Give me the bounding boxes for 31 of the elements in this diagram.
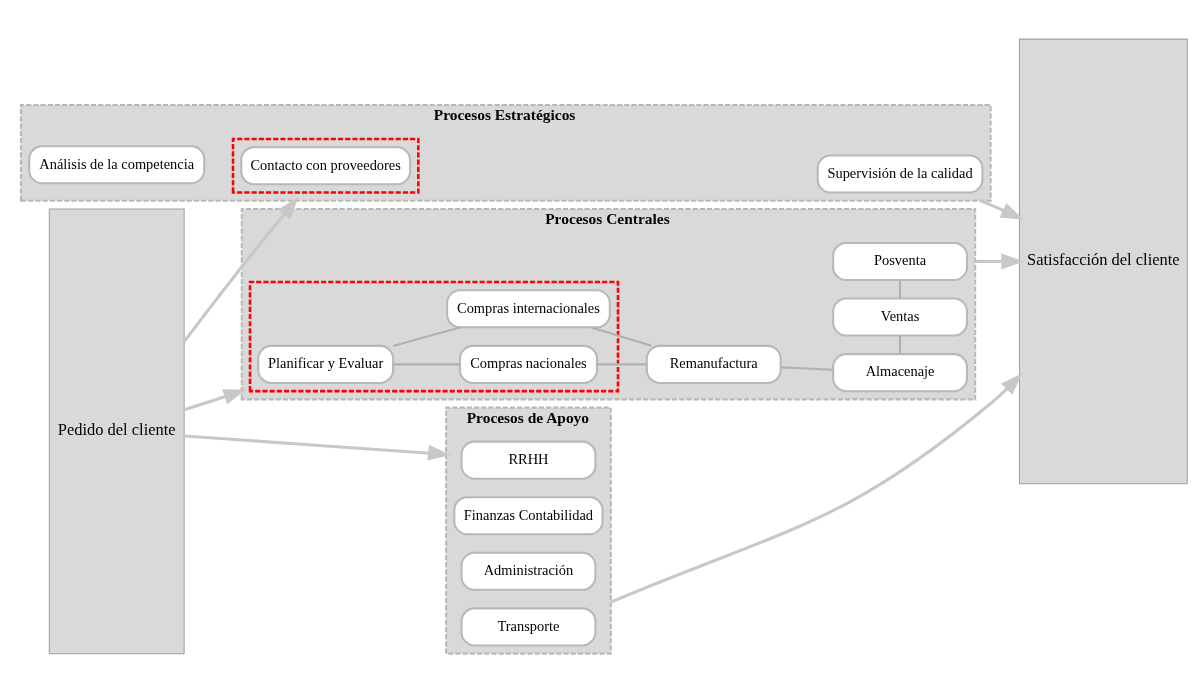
connector bbox=[899, 335, 902, 354]
node-box: Compras internacionales bbox=[446, 288, 611, 328]
node-box: Compras nacionales bbox=[459, 344, 598, 384]
connector bbox=[590, 326, 652, 347]
node-box: Satisfacción del cliente bbox=[1018, 38, 1188, 484]
node-box: Administración bbox=[460, 551, 597, 591]
arrow bbox=[610, 372, 1023, 603]
arrow bbox=[980, 198, 1024, 220]
connector bbox=[780, 365, 833, 371]
connector bbox=[596, 362, 647, 365]
cluster bbox=[248, 280, 620, 392]
arrow bbox=[184, 433, 451, 460]
node-box: Contacto con proveedores bbox=[240, 145, 412, 185]
node-box: Planificar y Evaluar bbox=[257, 344, 395, 384]
node-box: Finanzas Contabilidad bbox=[453, 495, 604, 535]
node-box: Ventas bbox=[832, 297, 968, 337]
arrow bbox=[183, 388, 247, 411]
connector bbox=[393, 362, 460, 365]
node-box: Posventa bbox=[832, 241, 968, 281]
node-box: Pedido del cliente bbox=[48, 207, 185, 654]
node-box: Supervisión de la calidad bbox=[816, 153, 984, 193]
node-box: RRHH bbox=[460, 440, 597, 480]
arrow bbox=[182, 196, 299, 343]
arrow bbox=[975, 253, 1025, 269]
node-box: Análisis de la competencia bbox=[28, 144, 206, 184]
node-box: Transporte bbox=[460, 606, 597, 646]
cluster bbox=[231, 137, 420, 194]
connector bbox=[899, 279, 902, 298]
node-box: Almacenaje bbox=[832, 352, 968, 392]
node-box: Remanufactura bbox=[645, 344, 782, 384]
connector bbox=[393, 325, 461, 347]
